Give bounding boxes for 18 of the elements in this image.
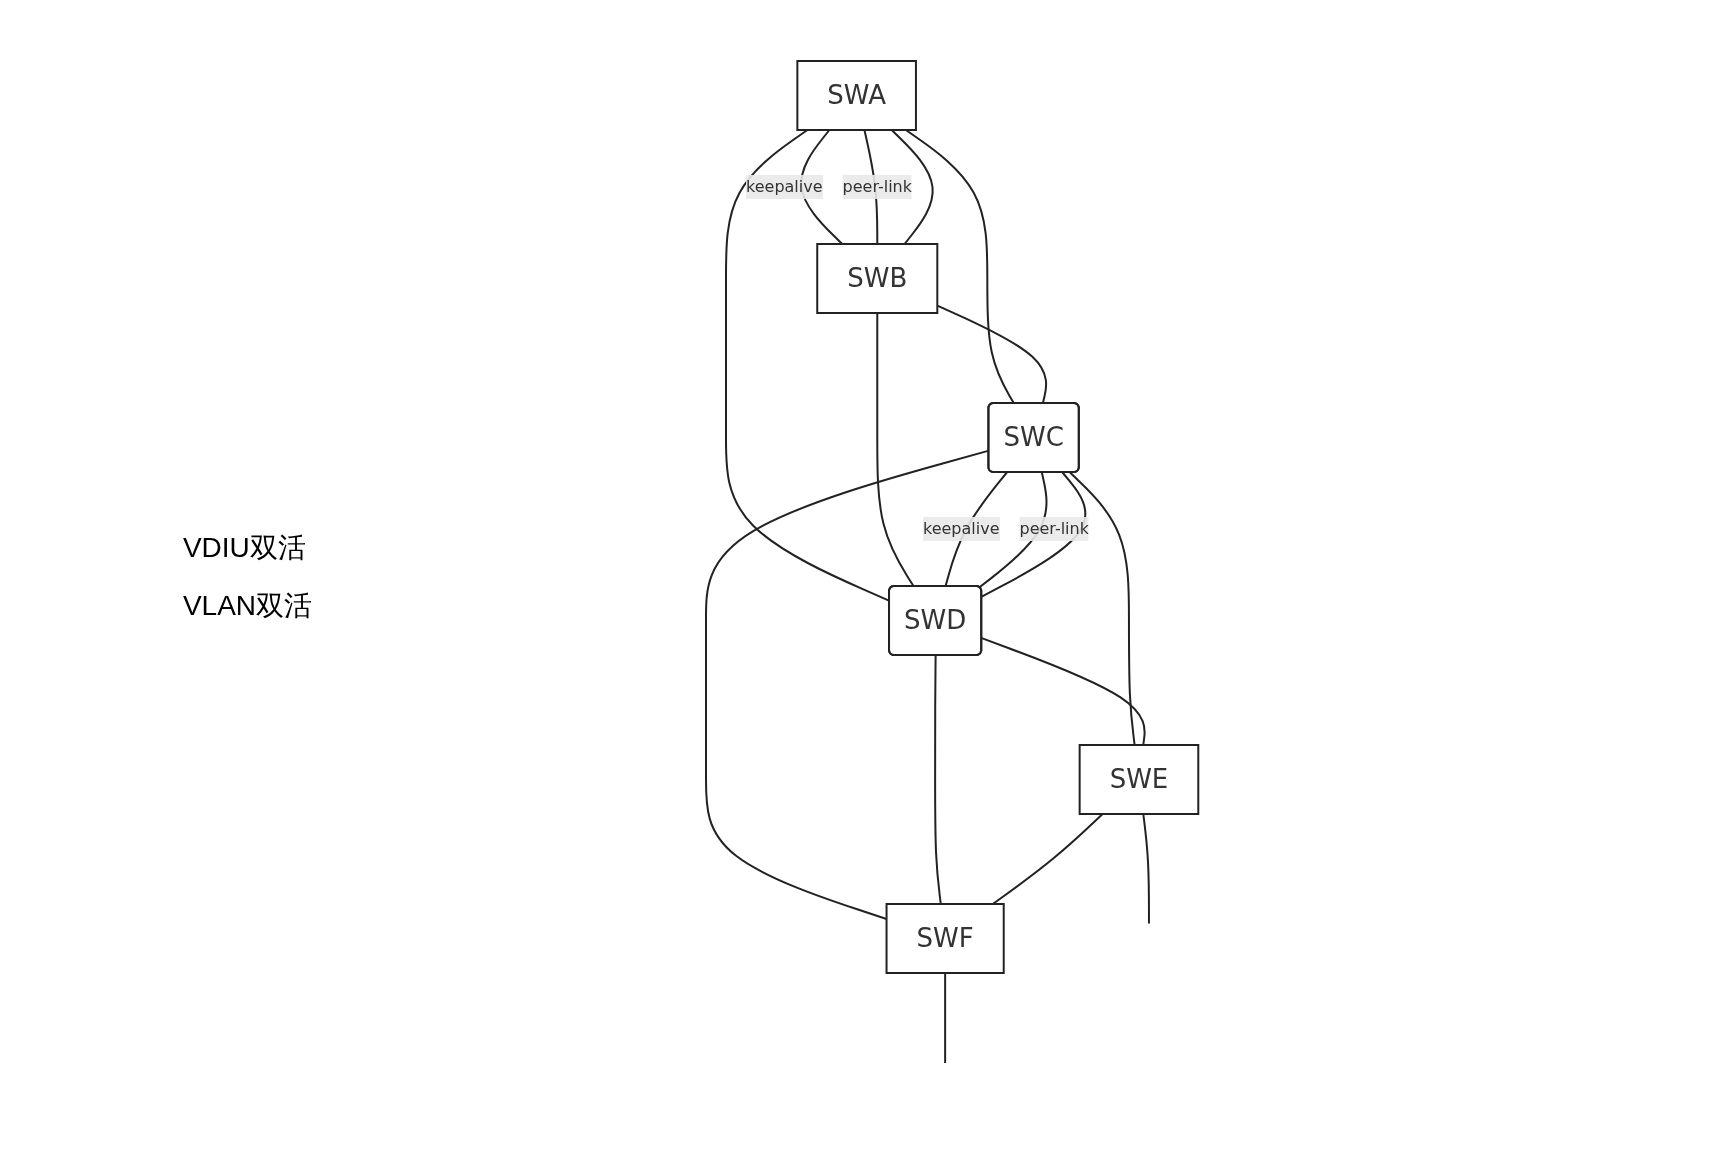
node-box: SWA [796,60,917,131]
connector [944,972,947,1064]
connector [890,129,934,245]
connector [876,312,915,588]
connector [991,813,1104,905]
node-box: SWF [885,903,1005,974]
connector [1142,813,1150,925]
note-text: VDIU双活 [182,531,307,565]
connector [934,654,942,905]
edge-label: keepalive [745,177,823,196]
edge-label: peer-link [1019,519,1089,538]
note-text: VLAN双活 [182,589,313,623]
edge-label: peer-link [842,177,912,196]
node-box: SWE [1078,744,1200,815]
node-box: SWB [816,243,939,314]
edge-label: keepalive [922,519,1000,538]
connector [1069,471,1136,746]
connector [904,129,1015,405]
